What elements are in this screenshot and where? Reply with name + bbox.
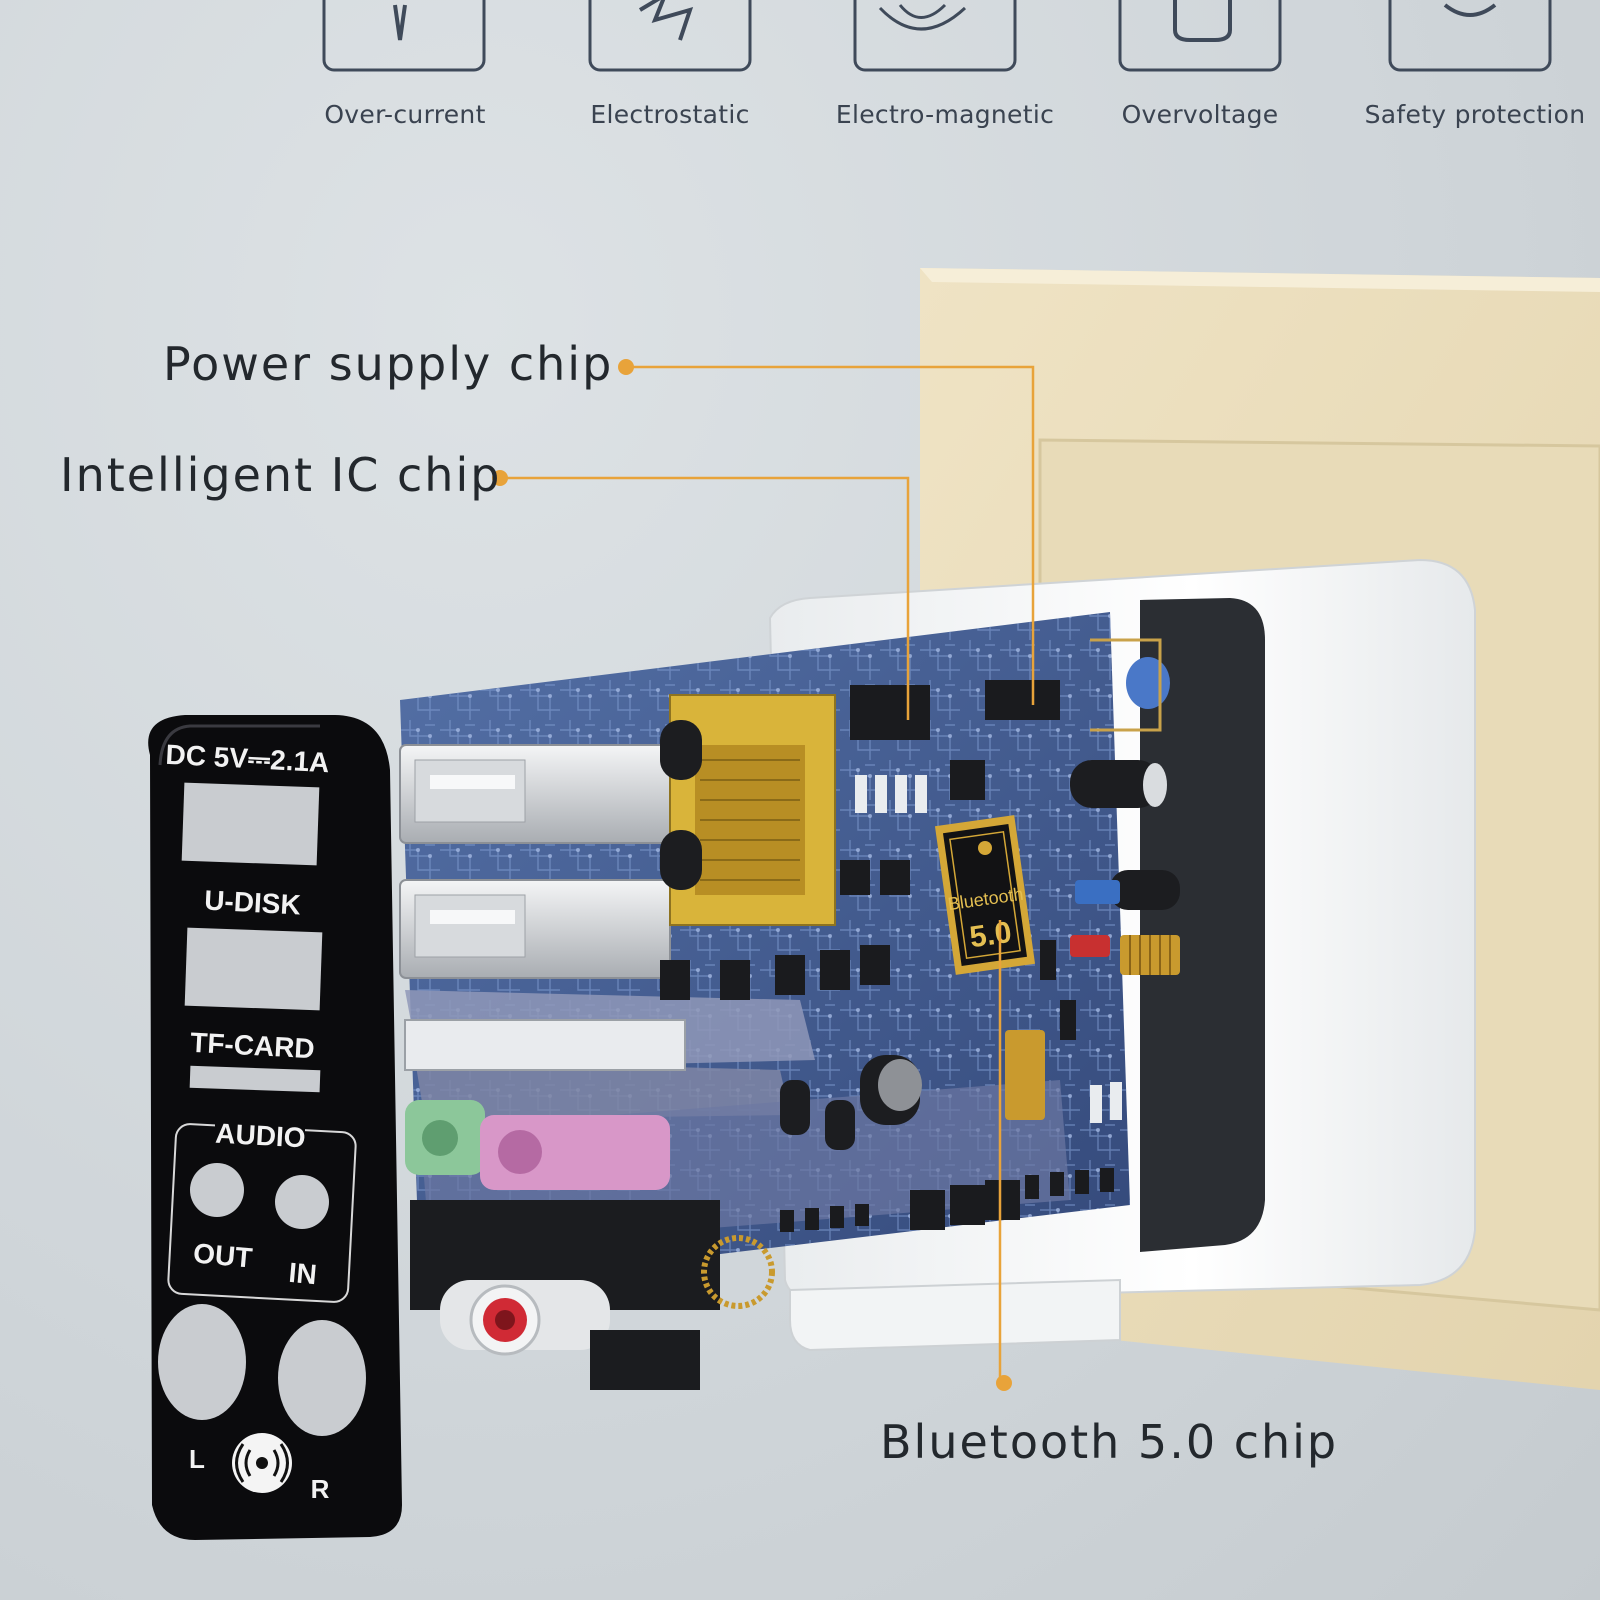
y-capacitor [1126, 657, 1170, 709]
smd-components [780, 940, 1114, 1232]
right-label: R [311, 1474, 330, 1504]
feature-electro-magnetic-label: Electro-magnetic [835, 100, 1055, 129]
audio-out-hole [190, 1163, 244, 1217]
rca-right-hole [278, 1320, 366, 1436]
faceplate: DC 5V⎓2.1A U-DISK TF-CARD AUDIO OUT IN L… [148, 715, 402, 1540]
ic-chips [660, 680, 1060, 1230]
tf-card-label: TF-CARD [190, 1027, 316, 1064]
audio-in-hole [275, 1175, 329, 1229]
callout-dot-ic [492, 470, 508, 486]
inductor [701, 1235, 775, 1309]
callout-bluetooth-chip: Bluetooth 5.0 chip [880, 1415, 1339, 1469]
callout-lines [500, 365, 1035, 1385]
feature-safety-protection-label: Safety protection [1364, 100, 1586, 129]
u-disk-label: U-DISK [204, 885, 302, 921]
globe-icon [853, 0, 1017, 72]
shield-icon [1388, 0, 1552, 72]
left-label: L [189, 1444, 205, 1474]
plug-icon [1118, 0, 1282, 72]
in-label: IN [288, 1257, 319, 1290]
usb-port-top [399, 744, 671, 844]
tf-slot [189, 1065, 321, 1093]
pin-icon [322, 0, 486, 72]
bluetooth-chip: Bluetooth 5.0 [934, 815, 1036, 975]
callout-dot-bluetooth [996, 1375, 1012, 1391]
rca-left-hole [158, 1304, 246, 1420]
feature-electrostatic-label: Electrostatic [590, 100, 750, 129]
callout-intelligent-ic-chip: Intelligent IC chip [60, 448, 502, 502]
usb-slot-2 [184, 927, 323, 1011]
feature-overvoltage-label: Overvoltage [1121, 100, 1279, 129]
lightning-icon [588, 0, 752, 72]
resistor-row [855, 775, 1122, 1123]
wireless-signal-icon [232, 1433, 292, 1493]
out-label: OUT [192, 1238, 254, 1274]
feature-over-current-label: Over-current [324, 100, 486, 129]
bluetooth-chip-version: 5.0 [968, 916, 1014, 954]
usb-slot-1 [181, 782, 320, 866]
audio-jacks [405, 1100, 720, 1390]
tf-card-slot [404, 1019, 686, 1071]
audio-label: AUDIO [215, 1118, 307, 1154]
callout-power-supply-chip: Power supply chip [163, 337, 614, 391]
usb-port-bottom [399, 879, 671, 979]
callout-dot-power [618, 359, 634, 375]
housing-interior [1140, 598, 1265, 1252]
